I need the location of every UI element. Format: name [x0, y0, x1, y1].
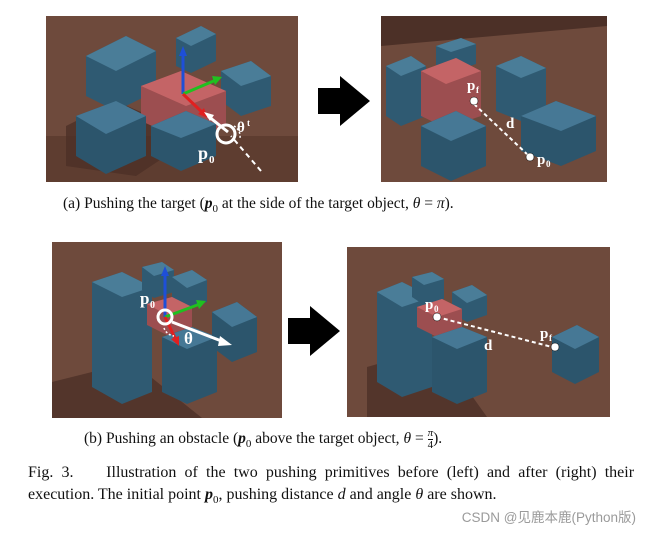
right-arrow-icon: [318, 76, 370, 126]
panel-b-after: p 0 p f d: [347, 247, 610, 417]
distance-label: d: [506, 116, 515, 132]
figure-caption: Fig. 3. Illustration of the two pushing …: [28, 464, 635, 507]
p0-label: p: [425, 297, 433, 313]
p0-subscript: 0: [209, 154, 215, 166]
panel-a-before: θ t p 0: [46, 16, 298, 182]
caption-a: (a) Pushing the target (p0 at the side o…: [63, 195, 454, 216]
p0-label: p: [198, 143, 208, 163]
p0-label: p: [537, 152, 545, 168]
theta-superscript: t: [247, 118, 250, 128]
pf-subscript: f: [549, 333, 553, 343]
watermark: CSDN @见鹿本鹿(Python版): [461, 510, 636, 525]
caption-b: (b) Pushing an obstacle (p0 above the ta…: [84, 427, 443, 451]
right-arrow-icon: [288, 306, 340, 356]
p0-subscript: 0: [150, 300, 155, 311]
pf-label: p: [467, 78, 475, 94]
p0-subscript: 0: [434, 304, 439, 314]
p0-label: p: [140, 289, 149, 308]
panel-b-before: p 0 θ: [52, 242, 282, 418]
pf-label: p: [540, 326, 548, 342]
panel-a-after: p f d p 0: [381, 16, 607, 182]
p0-subscript: 0: [546, 159, 551, 169]
theta-label: θ: [184, 329, 193, 348]
theta-label: θ: [237, 120, 245, 136]
pf-subscript: f: [476, 85, 480, 95]
distance-label: d: [484, 338, 493, 354]
